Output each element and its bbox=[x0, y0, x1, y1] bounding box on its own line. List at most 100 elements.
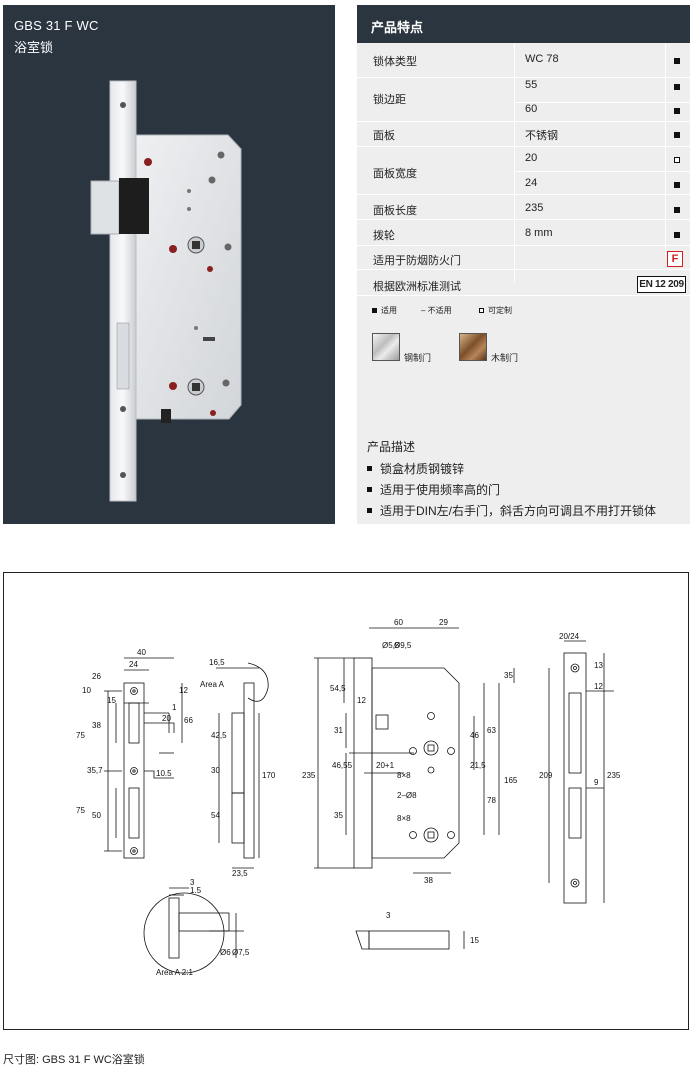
features-header: 产品特点 bbox=[357, 5, 690, 43]
feature-label-backset: 锁边距 bbox=[373, 94, 406, 106]
dim-d5-5: Ø5,5 bbox=[382, 641, 400, 650]
dim-1-5: 1.5 bbox=[190, 886, 202, 895]
optional-mark bbox=[479, 308, 484, 313]
dim-8x8b: 8×8 bbox=[397, 814, 411, 823]
feature-value-faceplate: 不锈钢 bbox=[525, 130, 558, 142]
feature-value-faceplate-length: 235 bbox=[525, 202, 544, 214]
dim-75b: 75 bbox=[76, 806, 85, 815]
standard-mark bbox=[674, 207, 680, 213]
technical-drawing: 40 24 10 26 12 15 20 1 66 75 38 35,7 10.… bbox=[76, 618, 621, 977]
standard-mark bbox=[674, 84, 680, 90]
standard-mark bbox=[674, 132, 680, 138]
wood-door-icon bbox=[459, 333, 487, 361]
dim-12: 12 bbox=[179, 686, 188, 695]
fire-door-badge: F bbox=[667, 251, 683, 267]
bullet-icon bbox=[367, 508, 372, 513]
dim-d9-5: Ø9,5 bbox=[394, 641, 412, 650]
dim-15: 15 bbox=[107, 696, 116, 705]
dim-50: 50 bbox=[92, 811, 101, 820]
dim-42-5: 42,5 bbox=[211, 731, 227, 740]
product-photo-panel: GBS 31 F WC 浴室锁 bbox=[3, 5, 335, 524]
dim-209: 209 bbox=[539, 771, 553, 780]
product-name: 浴室锁 bbox=[14, 40, 54, 55]
product-code: GBS 31 F WC bbox=[14, 18, 99, 33]
dim-23-5: 23,5 bbox=[232, 869, 248, 878]
feature-value-lock-type: WC 78 bbox=[525, 53, 559, 65]
dim-24: 24 bbox=[129, 660, 138, 669]
feature-label-lock-type: 锁体类型 bbox=[373, 56, 417, 68]
dim-20-24: 20/24 bbox=[559, 632, 580, 641]
dim-78: 78 bbox=[487, 796, 496, 805]
dim-30: 30 bbox=[211, 766, 220, 775]
feature-value-width-20: 20 bbox=[525, 152, 538, 164]
dim-60: 60 bbox=[394, 618, 403, 627]
standard-mark bbox=[674, 58, 680, 64]
dim-54: 54 bbox=[211, 811, 220, 820]
dim-235: 235 bbox=[302, 771, 316, 780]
dim-75a: 75 bbox=[76, 731, 85, 740]
wood-door-label: 木制门 bbox=[491, 353, 519, 363]
en-standard-badge: EN 12 209 bbox=[637, 276, 686, 293]
dim-8x8a: 8×8 bbox=[397, 771, 411, 780]
dim-40: 40 bbox=[137, 648, 146, 657]
standard-mark bbox=[674, 182, 680, 188]
dim-3b: 3 bbox=[386, 911, 391, 920]
dim-46-55: 46,55 bbox=[332, 761, 353, 770]
feature-value-width-24: 24 bbox=[525, 177, 538, 189]
steel-door-icon bbox=[372, 333, 400, 361]
bullet-icon bbox=[367, 487, 372, 492]
lock-photo bbox=[90, 80, 242, 502]
feature-label-follower: 拨轮 bbox=[373, 230, 395, 242]
bullet-icon bbox=[367, 466, 372, 471]
dim-d6: Ø6 bbox=[220, 948, 231, 957]
feature-label-faceplate-length: 面板长度 bbox=[373, 205, 417, 217]
dim-16-5: 16,5 bbox=[209, 658, 225, 667]
area-a-label: Area A bbox=[200, 680, 225, 689]
dim-66: 66 bbox=[184, 716, 193, 725]
description-item: 适用于使用频率高的门 bbox=[367, 481, 500, 498]
legend-optional: 可定制 bbox=[479, 305, 512, 316]
dim-38b: 38 bbox=[424, 876, 433, 885]
figure-caption: 尺寸图: GBS 31 F WC浴室锁 bbox=[3, 1054, 145, 1066]
optional-mark bbox=[674, 157, 680, 163]
dim-3: 3 bbox=[190, 878, 195, 887]
feature-value-backset-55: 55 bbox=[525, 79, 538, 91]
feature-label-faceplate-width: 面板宽度 bbox=[373, 168, 417, 180]
dim-31: 31 bbox=[334, 726, 343, 735]
dim-35b: 35 bbox=[334, 811, 343, 820]
dim-170: 170 bbox=[262, 771, 276, 780]
steel-door-label: 钢制门 bbox=[404, 353, 432, 363]
features-table: 产品特点 锁体类型 WC 78 锁边距 55 60 面板 不锈钢 面板宽度 20… bbox=[357, 5, 690, 524]
dim-235b: 235 bbox=[607, 771, 621, 780]
dim-12c: 12 bbox=[594, 682, 603, 691]
dim-165: 165 bbox=[504, 776, 518, 785]
standard-mark bbox=[674, 108, 680, 114]
description-title: 产品描述 bbox=[367, 440, 416, 454]
standard-mark bbox=[372, 308, 377, 313]
dim-38: 38 bbox=[92, 721, 101, 730]
description-item: 适用于DIN左/右手门，斜舌方向可调且不用打开锁体 bbox=[367, 502, 656, 519]
description-item: 锁盒材质钢镀锌 bbox=[367, 460, 464, 477]
dim-1: 1 bbox=[172, 703, 177, 712]
dimension-drawing: 40 24 10 26 12 15 20 1 66 75 38 35,7 10.… bbox=[3, 572, 689, 1030]
dim-d7-5: Ø7,5 bbox=[232, 948, 250, 957]
dim-35: 35 bbox=[504, 671, 513, 680]
standard-mark bbox=[674, 232, 680, 238]
area-a-scale-label: Area A 2:1 bbox=[156, 968, 193, 977]
dim-13: 13 bbox=[594, 661, 603, 670]
dim-9: 9 bbox=[594, 778, 599, 787]
dim-12b: 12 bbox=[357, 696, 366, 705]
feature-value-follower: 8 mm bbox=[525, 227, 553, 239]
dim-63: 63 bbox=[487, 726, 496, 735]
dim-46: 46 bbox=[470, 731, 479, 740]
dim-26: 26 bbox=[92, 672, 101, 681]
dim-29: 29 bbox=[439, 618, 448, 627]
legend-standard: 适用 bbox=[372, 305, 397, 316]
dim-20: 20 bbox=[162, 714, 171, 723]
feature-label-fire-door: 适用于防烟防火门 bbox=[373, 255, 461, 267]
dim-35-7: 35,7 bbox=[87, 766, 103, 775]
dim-54-5: 54,5 bbox=[330, 684, 346, 693]
dim-10-5: 10.5 bbox=[156, 769, 172, 778]
dim-20-1: 20+1 bbox=[376, 761, 395, 770]
dim-21-5: 21,5 bbox=[470, 761, 486, 770]
